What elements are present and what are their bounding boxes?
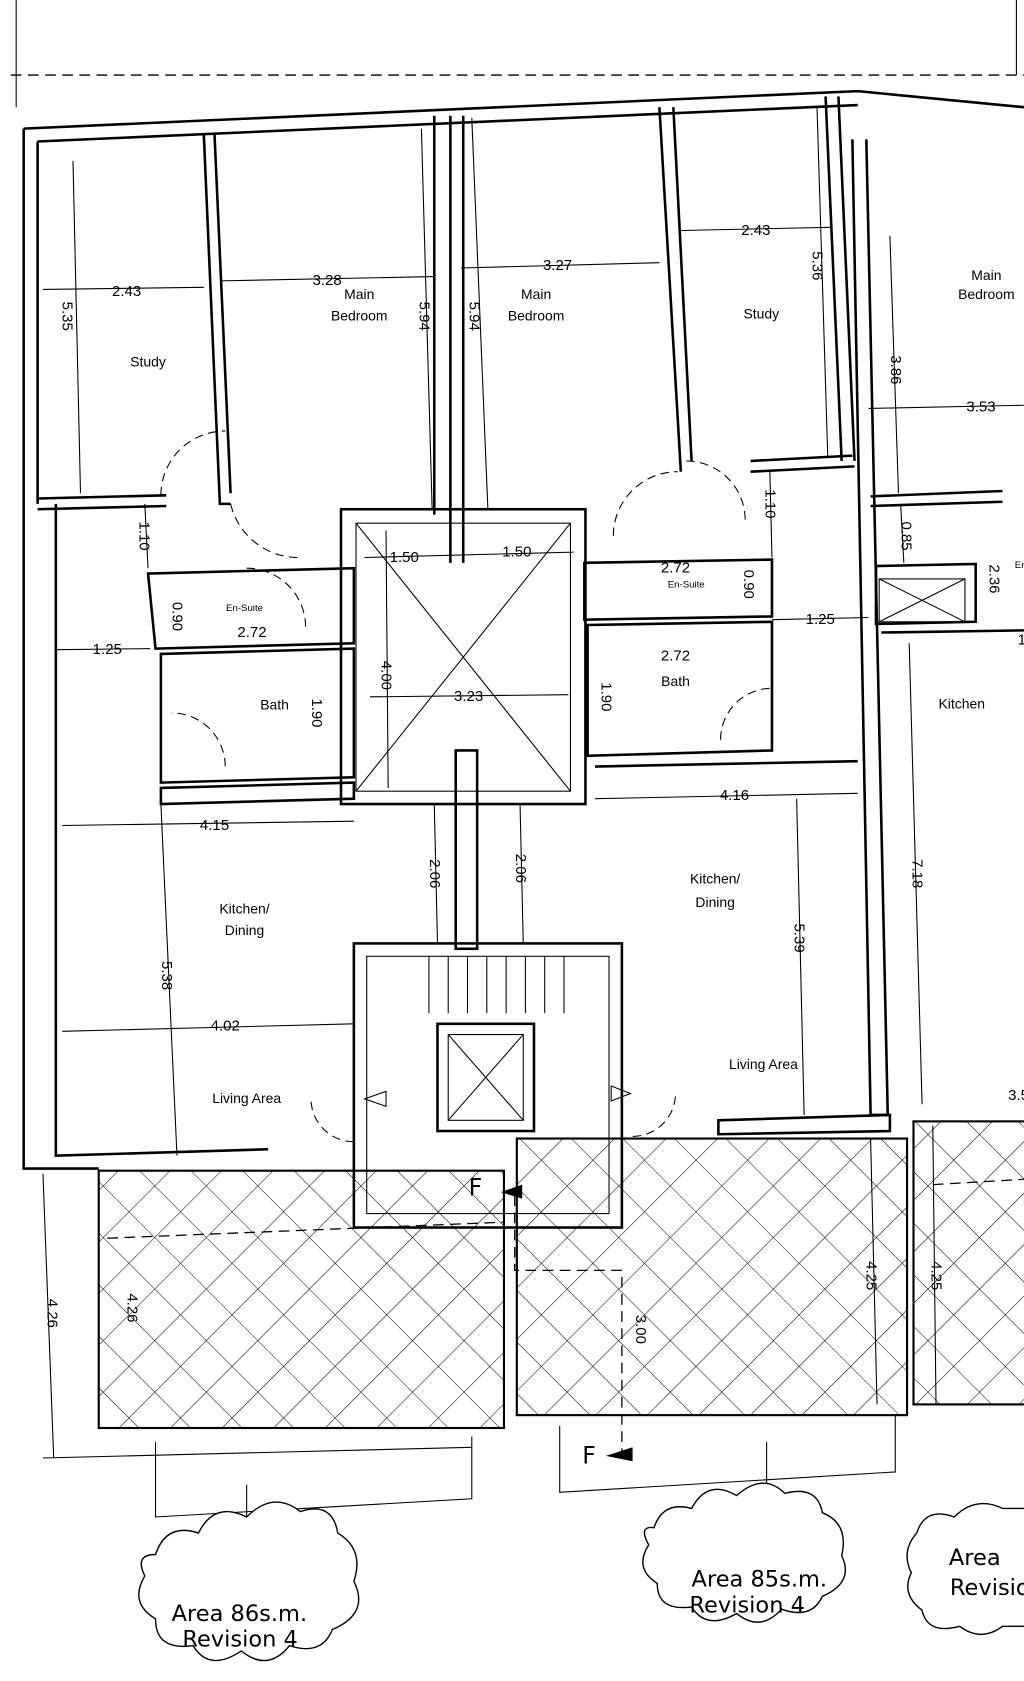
section-marker: F bbox=[582, 1441, 596, 1469]
room-en-suite: En bbox=[1015, 560, 1024, 571]
cloud-area-label: Area 86s.m. bbox=[172, 1601, 308, 1627]
room-main-bedroom: Bedroom bbox=[508, 308, 564, 324]
dim-label: 5.94 bbox=[415, 302, 432, 331]
room-study: Study bbox=[130, 354, 166, 370]
dim-label: 4.26 bbox=[124, 1293, 141, 1322]
dim-label: 1.10 bbox=[135, 521, 152, 550]
dim-label: 2.72 bbox=[237, 624, 266, 641]
room-kitchen-dining: Kitchen/ bbox=[690, 870, 740, 886]
dim-label: 2.72 bbox=[661, 559, 690, 576]
dim-label: 3.53 bbox=[966, 399, 995, 416]
stair-core bbox=[310, 942, 677, 1462]
room-labels: Study Main Bedroom Main Bedroom Study Ma… bbox=[130, 267, 1024, 1106]
dim-label: 4.16 bbox=[720, 787, 749, 804]
dim-label: 5.36 bbox=[809, 251, 826, 280]
dim-label: 1.25 bbox=[93, 641, 122, 658]
dim-label: 3.28 bbox=[312, 272, 341, 289]
dim-label: 1.25 bbox=[806, 611, 835, 628]
area-cloud-labels: Area 86s.m. Revision 4 Area 85s.m. Revis… bbox=[172, 1545, 1024, 1652]
room-main-bedroom: Main bbox=[521, 286, 551, 302]
dim-label: 2.06 bbox=[512, 854, 529, 883]
room-en-suite: En-Suite bbox=[226, 603, 263, 614]
dim-label: 5.39 bbox=[790, 923, 807, 952]
dim-label: 2.43 bbox=[741, 222, 770, 239]
dim-label: 3.86 bbox=[887, 355, 904, 384]
cloud-area-label: Area 85s.m. bbox=[692, 1567, 828, 1593]
room-kitchen-dining: Dining bbox=[225, 922, 264, 938]
section-marker: F bbox=[469, 1173, 483, 1201]
dim-label: 0.90 bbox=[740, 570, 757, 599]
dim-label: 3.5 bbox=[1008, 1087, 1024, 1104]
cloud-revision-label: Revision 4 bbox=[689, 1592, 804, 1618]
room-main-bedroom: Main bbox=[971, 267, 1001, 283]
dim-label: 1.90 bbox=[598, 682, 615, 711]
dim-label: 4.25 bbox=[862, 1261, 879, 1290]
room-main-bedroom: Bedroom bbox=[331, 308, 388, 324]
room-kitchen-dining: Dining bbox=[695, 894, 734, 910]
room-living-area: Living Area bbox=[729, 1056, 798, 1072]
cloud-revision-label: Revision 4 bbox=[182, 1627, 298, 1653]
dim-label: 3.27 bbox=[543, 257, 572, 274]
room-kitchen: Kitchen bbox=[939, 696, 985, 712]
dim-label: 7.18 bbox=[908, 859, 925, 888]
dim-label: 5.35 bbox=[58, 302, 75, 331]
dim-label: 1.90 bbox=[308, 698, 325, 727]
room-main-bedroom: Bedroom bbox=[958, 286, 1015, 302]
door-swings bbox=[160, 430, 772, 767]
dim-label: 1 bbox=[1018, 631, 1024, 648]
dim-label: 4.02 bbox=[211, 1017, 240, 1034]
cloud-revision-label: Revision bbox=[950, 1575, 1024, 1601]
room-bath: Bath bbox=[260, 697, 289, 713]
dim-label: 4.25 bbox=[928, 1261, 945, 1290]
area-clouds bbox=[138, 1482, 1024, 1662]
light-well bbox=[339, 507, 966, 951]
room-study: Study bbox=[743, 305, 779, 321]
dim-label: 2.72 bbox=[661, 647, 690, 664]
dim-label: 5.94 bbox=[466, 302, 483, 331]
dim-label: 0.85 bbox=[898, 521, 915, 550]
cloud-area-label: Area bbox=[949, 1545, 1001, 1571]
dim-label: 3.00 bbox=[632, 1315, 649, 1344]
dim-label: 1.10 bbox=[762, 489, 779, 518]
site-boundary bbox=[10, 0, 1024, 108]
dimension-labels: 2.43 5.35 3.28 5.94 5.94 3.27 2.43 5.36 … bbox=[43, 222, 1024, 1344]
dim-label: 3.23 bbox=[454, 688, 483, 705]
dim-label: 4.15 bbox=[200, 817, 229, 834]
room-kitchen-dining: Kitchen/ bbox=[219, 900, 269, 916]
dim-label: 4.26 bbox=[43, 1299, 60, 1328]
dim-label: 5.38 bbox=[158, 961, 175, 990]
room-main-bedroom: Main bbox=[344, 286, 374, 302]
room-en-suite: En-Suite bbox=[668, 579, 705, 590]
dim-label: 2.36 bbox=[986, 564, 1003, 593]
dim-label: 1.50 bbox=[390, 549, 419, 566]
walls bbox=[22, 89, 1024, 1170]
room-bath: Bath bbox=[661, 673, 690, 689]
dim-label: 0.90 bbox=[169, 602, 186, 631]
room-living-area: Living Area bbox=[212, 1090, 281, 1106]
dim-label: 2.06 bbox=[426, 859, 443, 888]
dim-label: 2.43 bbox=[112, 283, 141, 300]
dim-label: 1.50 bbox=[502, 543, 531, 560]
dim-label: 4.00 bbox=[378, 661, 395, 690]
terraces bbox=[97, 1120, 1024, 1430]
